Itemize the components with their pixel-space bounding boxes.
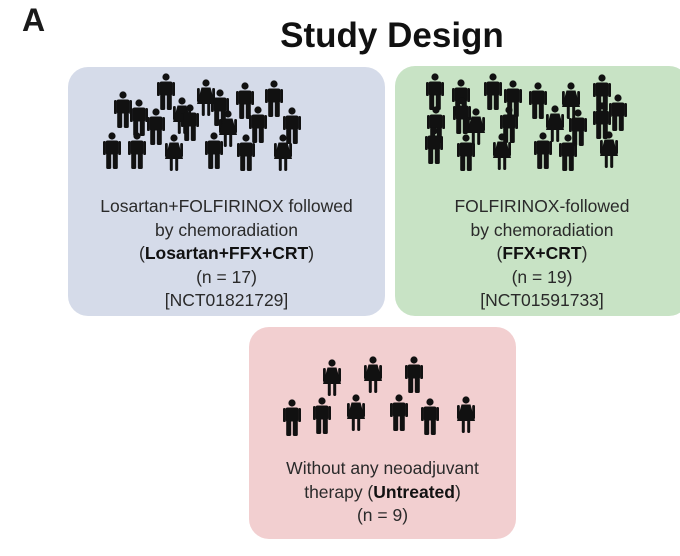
person-icon [313, 397, 331, 434]
losartan-sample-size: (n = 17) [196, 266, 257, 287]
losartan-patient-icons [103, 73, 301, 171]
person-icon [157, 73, 175, 110]
person-icon [237, 134, 255, 171]
ffx-arm-name: FFX+CRT [502, 243, 582, 263]
ffx-trial-id: [NCT01591733] [480, 290, 604, 310]
person-icon [147, 108, 165, 145]
person-icon [484, 73, 502, 110]
person-icon [405, 356, 423, 393]
ffx-caption-line1: FOLFIRINOX-followed [454, 196, 630, 216]
untreated-caption-line2: therapy (Untreated) [304, 481, 461, 502]
person-icon [390, 394, 408, 431]
female-person-icon [165, 134, 183, 171]
losartan-caption-line1: Losartan+FOLFIRINOX followed [100, 196, 353, 216]
ffx-group-label: (FFX+CRT) [496, 243, 588, 263]
person-icon [534, 132, 552, 169]
losartan-arm-name: Losartan+FFX+CRT [144, 243, 309, 263]
female-person-icon [347, 394, 365, 431]
ffx-sample-size: (n = 19) [511, 266, 573, 287]
person-icon [236, 82, 254, 119]
untreated-sample-size: (n = 9) [356, 505, 409, 525]
person-icon [128, 132, 146, 169]
female-person-icon [197, 79, 215, 116]
person-icon [181, 104, 199, 141]
losartan-group-box: Losartan+FOLFIRINOX followed by chemorad… [68, 67, 385, 316]
person-icon [425, 127, 443, 164]
person-icon [559, 134, 577, 171]
untreated-group-box: Without any neoadjuvant therapy (Untreat… [249, 327, 516, 539]
female-person-icon [274, 134, 292, 171]
person-icon [130, 99, 148, 136]
losartan-caption-line2: by chemoradiation [155, 219, 298, 240]
losartan-group-caption: Losartan+FOLFIRINOX followed by chemorad… [68, 195, 385, 313]
person-icon [421, 398, 439, 435]
female-person-icon [600, 131, 618, 168]
person-icon [283, 107, 301, 144]
female-person-icon [364, 356, 382, 393]
person-icon [457, 134, 475, 171]
panel-label: A [22, 2, 46, 38]
diagram-title: Study Design [280, 16, 504, 55]
person-icon [426, 73, 444, 110]
female-person-icon [562, 82, 580, 119]
person-icon [103, 132, 121, 169]
female-person-icon [493, 133, 511, 170]
person-icon [114, 91, 132, 128]
female-person-icon [467, 108, 485, 145]
female-person-icon [546, 105, 564, 142]
person-icon [569, 109, 587, 146]
person-icon [609, 94, 627, 131]
person-icon [249, 106, 267, 143]
losartan-trial-id: [NCT01821729] [164, 290, 289, 310]
ffx-patient-icons [425, 73, 627, 171]
untreated-arm-name: Untreated [373, 481, 455, 502]
person-icon [205, 132, 223, 169]
person-icon [529, 82, 547, 119]
untreated-patient-icons [283, 356, 475, 436]
untreated-group-caption: Without any neoadjuvant therapy (Untreat… [249, 457, 516, 528]
person-icon [265, 80, 283, 117]
ffx-group-box: FOLFIRINOX-followed by chemoradiation (F… [395, 66, 680, 316]
person-icon [453, 97, 471, 134]
person-icon [283, 399, 301, 436]
untreated-caption-line1: Without any neoadjuvant [286, 458, 479, 478]
losartan-group-label: (Losartan+FFX+CRT) [138, 243, 315, 263]
ffx-group-caption: FOLFIRINOX-followed by chemoradiation (F… [395, 195, 680, 313]
ffx-caption-line2: by chemoradiation [470, 219, 614, 240]
female-person-icon [323, 359, 341, 396]
female-person-icon [457, 396, 475, 433]
female-person-icon [219, 110, 237, 147]
